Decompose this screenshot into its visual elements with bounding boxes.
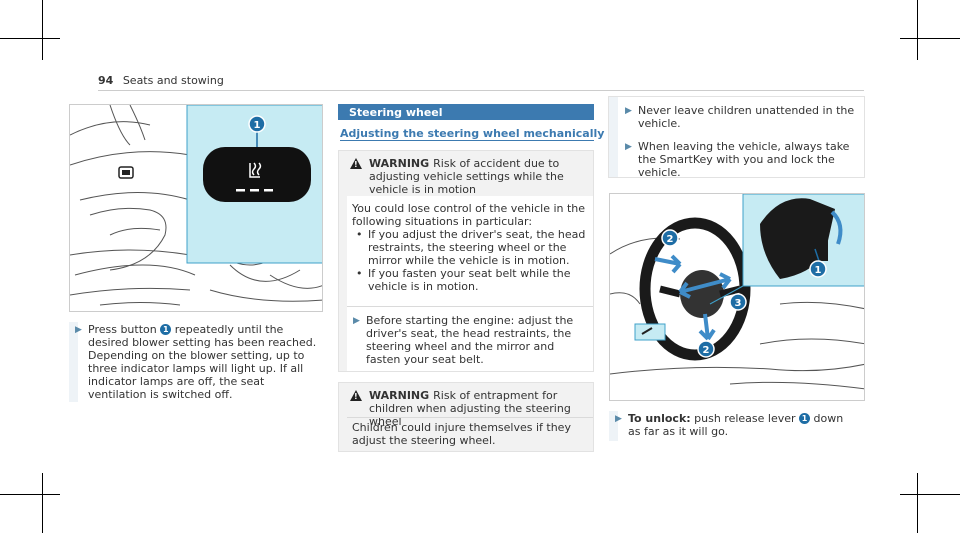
crop-mark: [0, 494, 60, 495]
callout-label: 2: [703, 345, 710, 356]
warning-headline-text: Risk of accident due to adjusting vehicl…: [369, 157, 564, 196]
crop-mark: [42, 0, 43, 60]
callout-2: [697, 340, 715, 358]
crop-mark: [42, 473, 43, 533]
note-item: ▶ Never leave children unattended in the…: [625, 104, 858, 130]
page-title: Seats and stowing: [122, 74, 224, 87]
step-arrow-icon: ▶: [625, 106, 632, 116]
page-header: 94 Seats and stowing: [98, 74, 224, 87]
warning-divider: [347, 306, 593, 307]
callout-label: 1: [815, 265, 822, 276]
warning-divider: [347, 417, 593, 418]
crop-mark: [0, 38, 60, 39]
step-arrow-icon: ▶: [353, 316, 360, 326]
callout-label: 1: [254, 120, 261, 131]
warning-body-text: You could lose control of the vehicle in…: [352, 202, 586, 228]
tilt-arrow-icon: [654, 254, 682, 274]
subheading-divider: [340, 140, 594, 141]
note-text: When leaving the vehicle, always take th…: [638, 140, 850, 179]
crop-mark: [900, 494, 960, 495]
note-text: Never leave children unattended in the v…: [638, 104, 855, 130]
warning-step-text: Before starting the engine: adjust the d…: [366, 314, 574, 366]
callout-label: 2: [667, 234, 674, 245]
warning-body: You could lose control of the vehicle in…: [352, 202, 590, 293]
step-bar: [609, 97, 618, 177]
step-text: repeatedly until the desired blower sett…: [88, 323, 317, 349]
warning-step: ▶ Before starting the engine: adjust the…: [353, 314, 588, 366]
crop-mark: [917, 0, 918, 60]
steering-wheel-figure: 1 2 3 2: [609, 193, 865, 401]
section-title: Steering wheel: [349, 106, 443, 119]
warning-label: WARNING: [369, 157, 430, 170]
warning-body-text: Children could injure themselves if they…: [352, 421, 571, 447]
step-bar: [69, 322, 78, 402]
height-arrow-icon: [698, 313, 716, 341]
callout-1: [809, 260, 827, 278]
note-item: ▶ When leaving the vehicle, always take …: [625, 140, 858, 179]
callout-1: [248, 115, 266, 133]
step-label: To unlock:: [628, 412, 691, 425]
step-text: Press button: [88, 323, 161, 336]
lever-arrow-icon: [830, 210, 843, 245]
crop-mark: [900, 38, 960, 39]
step-arrow-icon: ▶: [625, 142, 632, 152]
header-divider: [98, 90, 864, 91]
seat-ventilation-button-icon: [118, 166, 134, 179]
steering-wheel-illustration: 1 2 3 2: [610, 194, 864, 390]
warning-label: WARNING: [369, 389, 430, 402]
seat-ventilation-button: [203, 147, 311, 202]
step-bar: [609, 411, 618, 441]
seat-ventilation-icon: [249, 162, 262, 178]
seat-ventilation-figure: 1: [69, 104, 323, 312]
callout-2: [661, 229, 679, 247]
list-item: If you fasten your seat belt while the v…: [356, 267, 590, 293]
step-note: Depending on the blower setting, up to t…: [88, 349, 305, 401]
step-unlock: ▶ To unlock: push release lever 1 down a…: [615, 412, 858, 438]
page-number: 94: [98, 74, 114, 87]
button-badge: 1: [160, 324, 172, 335]
callout-3: [729, 293, 747, 311]
warning-headline-text: Risk of entrapment for children when adj…: [369, 389, 571, 428]
lever-badge: 1: [799, 413, 811, 424]
crop-mark: [917, 473, 918, 533]
warning-icon: [350, 390, 362, 401]
list-item: If you adjust the driver's seat, the hea…: [356, 228, 590, 267]
step-text: push release lever: [690, 412, 800, 425]
section-header-bar: [338, 104, 594, 120]
step-arrow-icon: ▶: [615, 414, 622, 424]
reach-arrow-icon: [678, 272, 732, 299]
warning-bullets: If you adjust the driver's seat, the hea…: [356, 228, 590, 293]
note-box: [608, 96, 865, 178]
step-text: down as far as it will go.: [628, 412, 844, 438]
warning-icon: [350, 158, 362, 169]
step-press-button: ▶ Press button 1 repeatedly until the de…: [75, 323, 323, 401]
callout-label: 3: [735, 298, 742, 309]
dashboard-illustration: 1: [70, 105, 322, 306]
steering-wheel: [639, 217, 751, 361]
step-arrow-icon: ▶: [75, 325, 82, 335]
subsection-heading: Adjusting the steering wheel mechanicall…: [340, 127, 605, 140]
